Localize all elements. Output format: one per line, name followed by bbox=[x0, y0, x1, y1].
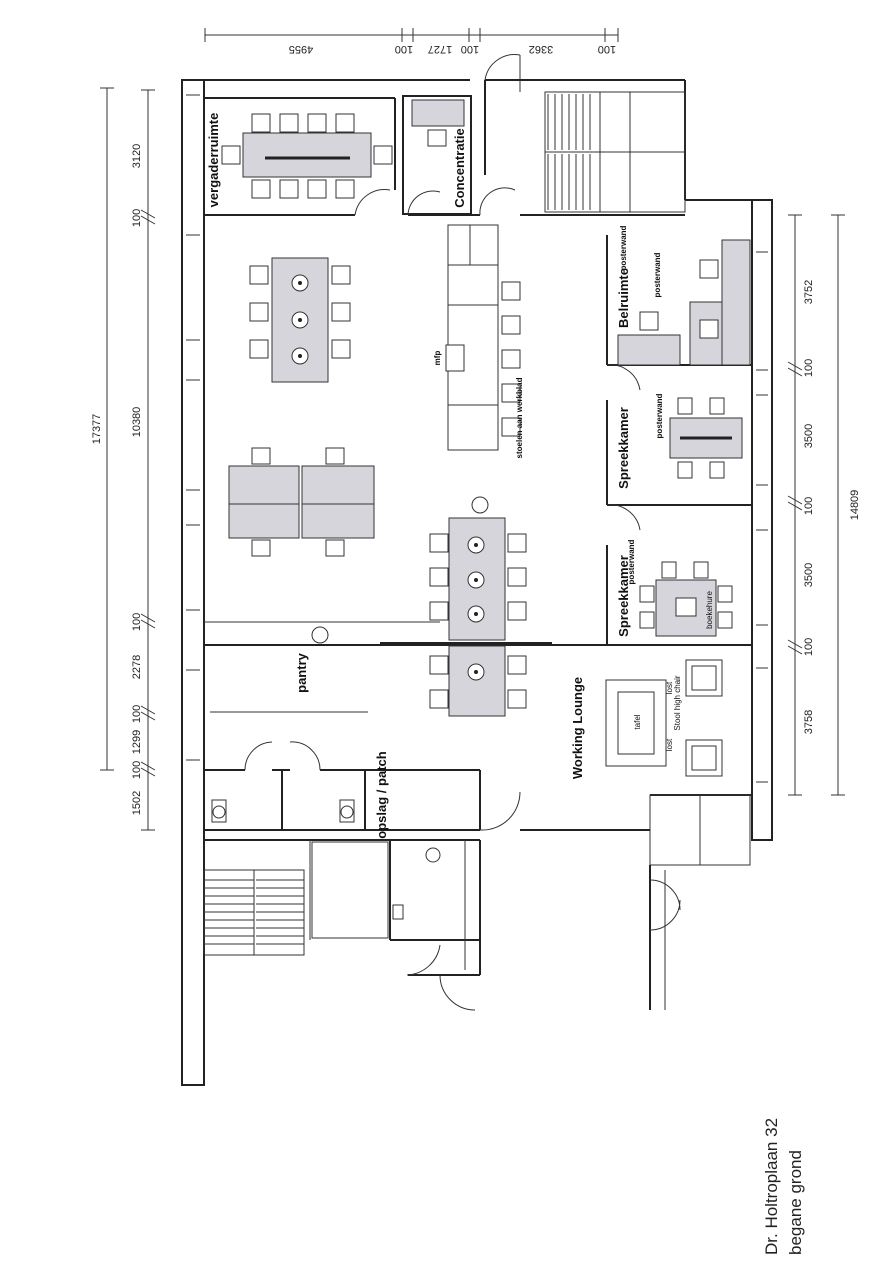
label-belruimte: Belruimte bbox=[616, 268, 631, 328]
chair bbox=[429, 567, 449, 587]
title-line-2: begane grond bbox=[786, 1150, 805, 1255]
chair bbox=[307, 179, 327, 199]
title-line-1: Dr. Holtroplaan 32 bbox=[762, 1118, 781, 1255]
dim-left-100c: 100 bbox=[131, 705, 143, 723]
label-boekehure: boekehure bbox=[705, 591, 714, 629]
dim-right-total: 14809 bbox=[849, 490, 861, 521]
label-lost-1: lost bbox=[665, 681, 674, 694]
chair bbox=[249, 265, 269, 285]
chair bbox=[249, 302, 269, 322]
furniture bbox=[211, 99, 751, 920]
label-spreekkamer-top: Spreekkamer bbox=[616, 407, 631, 489]
label-vergaderruimte: vergaderruimte bbox=[206, 113, 221, 208]
dim-right-3500b: 3500 bbox=[803, 563, 815, 587]
chair bbox=[507, 567, 527, 587]
chair bbox=[335, 179, 355, 199]
dim-left-1502: 1502 bbox=[131, 791, 143, 815]
chair bbox=[501, 383, 521, 403]
dim-right-100b: 100 bbox=[803, 497, 815, 515]
chair bbox=[429, 689, 449, 709]
chair bbox=[279, 179, 299, 199]
chair bbox=[249, 339, 269, 359]
label-posterwand-2: posterwand bbox=[655, 393, 664, 438]
dim-top-3362: 3362 bbox=[529, 43, 553, 55]
chair bbox=[325, 539, 345, 557]
dim-right-100c: 100 bbox=[803, 638, 815, 656]
label-pantry: pantry bbox=[294, 652, 309, 693]
dim-right-100a: 100 bbox=[803, 359, 815, 377]
room-labels: vergaderruimte Concentratie Belruimte Sp… bbox=[206, 113, 714, 839]
chair bbox=[507, 533, 527, 553]
dim-left-3120: 3120 bbox=[131, 144, 143, 168]
label-posterwand-4: posterwand bbox=[627, 539, 636, 584]
chair bbox=[429, 655, 449, 675]
dim-left-10380: 10380 bbox=[131, 407, 143, 438]
dim-right-3500a: 3500 bbox=[803, 424, 815, 448]
chair bbox=[279, 113, 299, 133]
chair bbox=[429, 533, 449, 553]
dim-top-100b: 100 bbox=[461, 43, 479, 55]
mfp-printer bbox=[445, 344, 465, 372]
meeting-table bbox=[242, 132, 372, 178]
dim-left-100d: 100 bbox=[131, 761, 143, 779]
chair bbox=[251, 447, 271, 465]
dim-left-100a: 100 bbox=[131, 209, 143, 227]
label-stool-high-chair: Stool high chair bbox=[673, 675, 682, 730]
dim-top-4955: 4955 bbox=[289, 43, 313, 55]
chair bbox=[251, 539, 271, 557]
label-posterwand-3: posterwand bbox=[619, 225, 628, 270]
right-dimension-lines: 3752 100 3500 100 3500 100 3758 14809 bbox=[787, 214, 861, 796]
dim-top-1727: 1727 bbox=[428, 43, 452, 55]
chair bbox=[501, 349, 521, 369]
chair bbox=[307, 113, 327, 133]
chair bbox=[507, 601, 527, 621]
top-dimension-line: 4955 100 1727 100 3362 100 bbox=[204, 28, 619, 55]
chair bbox=[501, 315, 521, 335]
label-opslag-patch: opslag / patch bbox=[374, 751, 389, 838]
label-spreekkamer-bottom: Spreekkamer bbox=[616, 555, 631, 637]
dim-right-3752: 3752 bbox=[803, 280, 815, 304]
chair bbox=[331, 339, 351, 359]
chair bbox=[335, 113, 355, 133]
chair bbox=[501, 281, 521, 301]
chair bbox=[429, 601, 449, 621]
chair bbox=[251, 179, 271, 199]
dim-top-100a: 100 bbox=[395, 43, 413, 55]
chair bbox=[331, 265, 351, 285]
chair bbox=[325, 447, 345, 465]
label-stoelen: stoelen aan werkblad bbox=[515, 377, 524, 458]
label-mfp: mfp bbox=[433, 351, 442, 366]
interior-walls bbox=[204, 80, 752, 976]
dim-left-2278: 2278 bbox=[131, 655, 143, 679]
chair bbox=[221, 145, 241, 165]
dim-right-3758: 3758 bbox=[803, 710, 815, 734]
left-dimension-lines: 17377 3120 100 10380 100 2278 100 1299 1… bbox=[91, 87, 156, 831]
chair bbox=[251, 113, 271, 133]
outer-walls bbox=[181, 79, 773, 1086]
label-posterwand-1: posterwand bbox=[653, 252, 662, 297]
stair-bottom-left bbox=[203, 869, 305, 956]
label-lost-2: lost bbox=[665, 738, 674, 751]
dim-top-100c: 100 bbox=[598, 43, 616, 55]
chair bbox=[507, 655, 527, 675]
plan-title: Dr. Holtroplaan 32 begane grond bbox=[762, 1118, 805, 1255]
chair bbox=[507, 689, 527, 709]
label-tafel: tafel bbox=[633, 714, 642, 729]
chair bbox=[501, 417, 521, 437]
chair bbox=[373, 145, 393, 165]
chair bbox=[331, 302, 351, 322]
dim-left-100b: 100 bbox=[131, 613, 143, 631]
dim-left-total: 17377 bbox=[91, 414, 103, 445]
doors bbox=[244, 54, 681, 1011]
label-working-lounge: Working Lounge bbox=[570, 677, 585, 779]
dim-left-1299: 1299 bbox=[131, 730, 143, 754]
label-concentratie: Concentratie bbox=[452, 128, 467, 207]
